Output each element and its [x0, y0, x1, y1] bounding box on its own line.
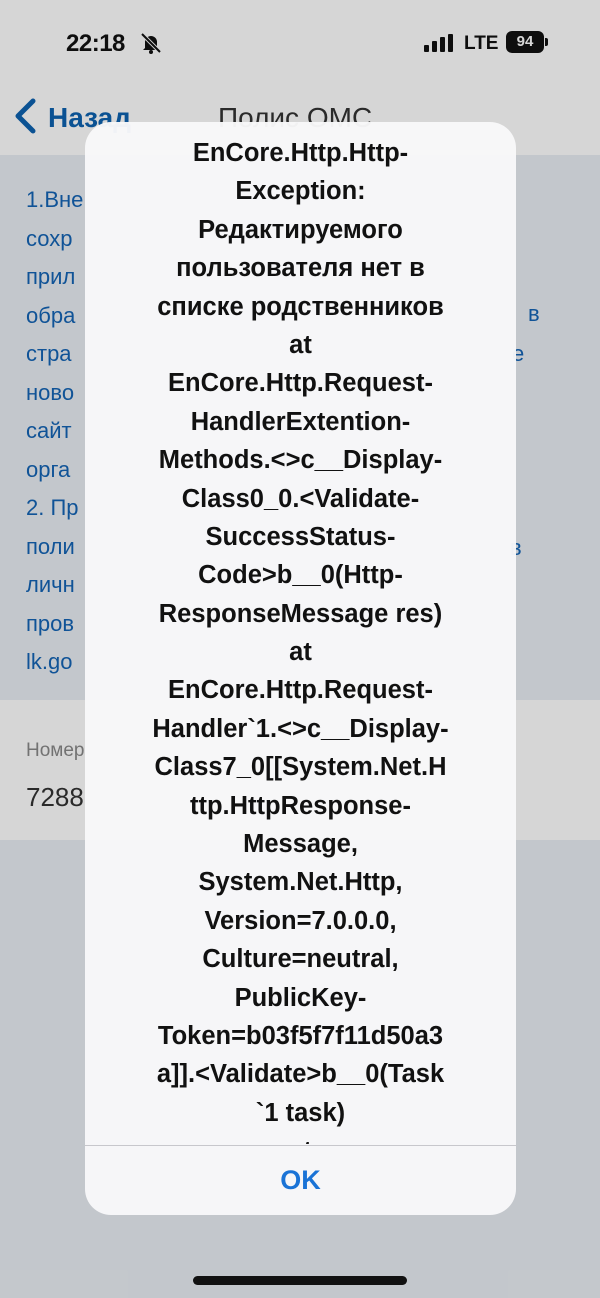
- alert-message-line: at: [85, 1132, 516, 1144]
- info-line: ново: [26, 379, 75, 405]
- alert-message-line: Редактируемого: [198, 215, 403, 244]
- info-line: 1.Вне: [26, 187, 84, 212]
- info-line: прил: [26, 264, 76, 289]
- alert-divider: [85, 1145, 516, 1146]
- info-line: поли: [26, 533, 75, 559]
- alert-message-line: Code>b__0(Http-: [198, 561, 403, 590]
- info-line: стра: [26, 341, 72, 366]
- bell-muted-icon: [139, 31, 163, 55]
- alert-message-line: Methods.<>c__Display-: [158, 446, 443, 475]
- alert-message-line: Class0_0.<Validate-: [181, 484, 420, 513]
- policy-number-label: Номер: [26, 740, 85, 761]
- alert-message-line: PublicKey-: [234, 983, 367, 1012]
- battery-icon: 94: [506, 31, 544, 53]
- cellular-signal-icon: [424, 34, 456, 52]
- alert-message-line: ttp.HttpResponse-: [190, 791, 411, 820]
- alert-message-line: a]].<Validate>b__0(Task: [156, 1060, 445, 1089]
- alert-message-line: пользователя нет в: [176, 254, 425, 283]
- alert-message-line: `1 task): [255, 1098, 346, 1127]
- info-link[interactable]: lk.go: [26, 649, 73, 674]
- alert-message-line: Handler`1.<>c__Display-: [152, 714, 449, 743]
- alert-message-line: Culture=neutral,: [202, 945, 399, 974]
- alert-message-line: SuccessStatus-: [205, 522, 396, 551]
- alert-message-line: EnCore.Http.Request-: [168, 369, 433, 398]
- alert-message-line: Token=b03f5f7f11d50a3: [157, 1021, 444, 1050]
- info-line: 2. Пр: [26, 495, 79, 520]
- ok-button[interactable]: OK: [280, 1165, 321, 1195]
- alert-message-line: ResponseMessage res): [158, 599, 443, 628]
- alert-message-line: Exception:: [235, 177, 366, 206]
- error-alert: EnCore.Http.Http- Exception: Редактируем…: [85, 122, 516, 1215]
- info-line: сайт: [26, 418, 72, 443]
- alert-message-line: System.Net.Http,: [198, 868, 403, 897]
- alert-message: EnCore.Http.Http- Exception: Редактируем…: [85, 134, 516, 1144]
- network-type: LTE: [464, 33, 499, 54]
- home-indicator[interactable]: [193, 1276, 407, 1285]
- alert-message-line: at: [289, 638, 312, 667]
- info-line: орга: [26, 456, 71, 482]
- chevron-left-icon: [12, 96, 38, 141]
- alert-message-line: at: [289, 330, 312, 359]
- alert-message-line: Message,: [243, 830, 358, 859]
- info-text: 1.Вне сохр прил обра стра ново сайт орга…: [26, 181, 546, 682]
- status-bar: 22:18 LTE 94: [0, 0, 600, 90]
- info-line: обра: [26, 302, 76, 328]
- alert-message-line: EnCore.Http.Request-: [168, 676, 433, 705]
- policy-number-value: 7288: [26, 782, 84, 812]
- info-line: сохр: [26, 225, 73, 251]
- alert-message-line: EnCore.Http.Http-: [192, 139, 409, 167]
- info-fragment: в: [528, 301, 540, 326]
- alert-message-line: Version=7.0.0.0,: [204, 906, 397, 935]
- battery-tip: [545, 38, 548, 46]
- alert-message-line: HandlerExtention-: [190, 407, 411, 436]
- alert-message-line: Class7_0[[System.Net.H: [154, 753, 447, 782]
- status-time: 22:18: [66, 30, 125, 57]
- alert-message-line: списке родственников: [157, 292, 444, 321]
- info-line[interactable]: пров: [26, 610, 75, 636]
- info-line: личн: [26, 572, 75, 597]
